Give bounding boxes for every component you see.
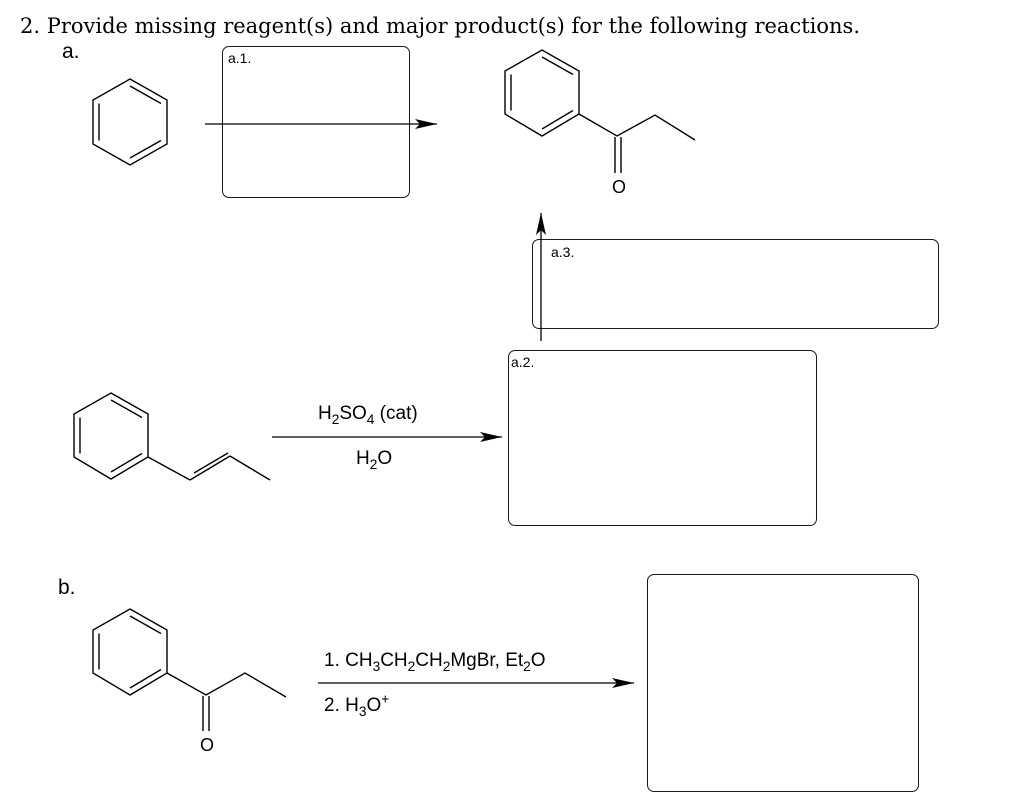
formula-part: O (530, 650, 546, 671)
reagent-b-step1-grignard: 1. CH3CH2CH2MgBr, Et2O (324, 650, 546, 674)
formula-subscript: 4 (366, 411, 375, 427)
formula-part: H (356, 448, 370, 469)
answer-box-a2[interactable] (508, 350, 817, 526)
formula-subscript: 2 (369, 456, 378, 472)
formula-part: SO (339, 403, 367, 424)
box-label-a3: a.3. (551, 244, 575, 260)
formula-part: O (366, 695, 382, 716)
formula-subscript: 2 (523, 658, 531, 674)
box-label-a1: a.1. (228, 50, 252, 66)
formula-part: CH (380, 650, 408, 671)
box-label-a2: a.2. (511, 354, 535, 370)
propiophenone-structure-b (92, 608, 287, 731)
formula-part: MgBr, Et (450, 650, 524, 671)
phenylpropene-structure (73, 392, 271, 481)
formula-subscript: 2 (407, 658, 416, 674)
formula-part: 2. H (324, 695, 359, 716)
ketone-oxygen-label-a: O (612, 177, 627, 197)
benzene-structure (92, 78, 168, 166)
reagent-a2-water: H2O (356, 448, 393, 472)
formula-part: H (318, 403, 332, 424)
answer-box-a3[interactable] (532, 239, 939, 329)
formula-part: CH (415, 650, 443, 671)
part-b-label: b. (58, 576, 76, 599)
formula-subscript: 3 (358, 703, 367, 719)
answer-box-a1[interactable] (222, 46, 410, 198)
formula-part: 1. CH (324, 650, 373, 671)
formula-part: O (377, 448, 393, 469)
reagent-a2-acid: H2SO4 (cat) (318, 403, 418, 427)
ketone-oxygen-label-b: O (200, 735, 215, 755)
formula-subscript: 2 (331, 411, 340, 427)
formula-superscript: + (381, 691, 390, 707)
part-a-label: a. (62, 40, 80, 63)
answer-box-b[interactable] (647, 574, 919, 792)
propiophenone-structure-a (504, 49, 696, 173)
reagent-b-step2-acid-workup: 2. H3O+ (324, 691, 390, 719)
formula-part: (cat) (374, 403, 418, 424)
formula-subscript: 2 (442, 658, 451, 674)
formula-subscript: 3 (372, 658, 381, 674)
question-heading: 2. Provide missing reagent(s) and major … (20, 14, 860, 38)
